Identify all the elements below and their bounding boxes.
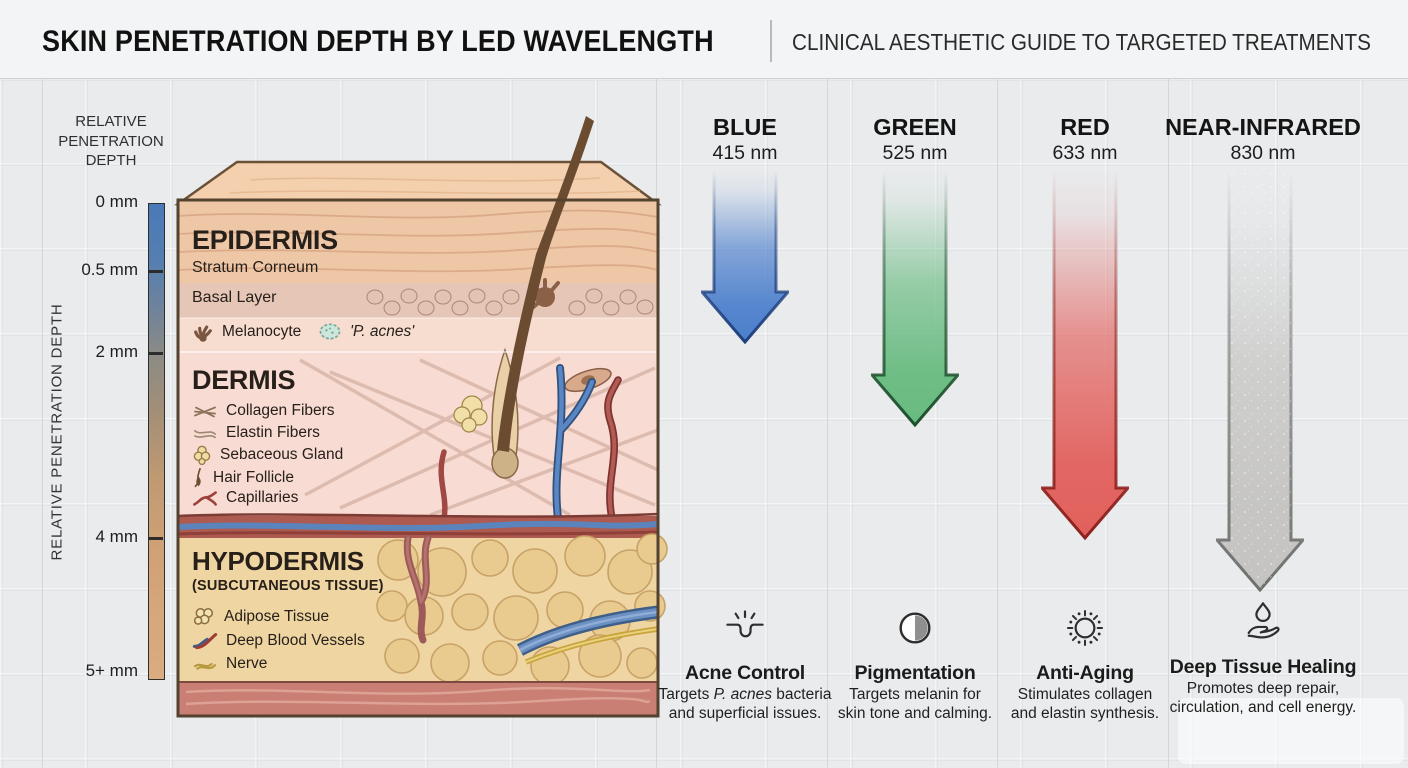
capillaries-label: Capillaries <box>226 489 299 506</box>
wavelength-nm-red: 633 nm <box>1052 142 1118 164</box>
nerve-label: Nerve <box>226 655 268 672</box>
treatment-title: Anti-Aging <box>1036 662 1134 684</box>
desc-text: Targets melanin for <box>849 686 981 703</box>
collagen-fibers-label: Collagen Fibers <box>226 402 335 419</box>
desc-text: bacteria <box>772 686 832 703</box>
page-subtitle: CLINICAL AESTHETIC GUIDE TO TARGETED TRE… <box>792 29 1371 55</box>
wavelength-nm-nir: 830 nm <box>1230 142 1296 164</box>
hair-follicle-label: Hair Follicle <box>213 468 294 486</box>
tick-05mm: 0.5 mm <box>81 260 138 279</box>
melanocyte-icon <box>194 325 212 342</box>
legend-p-acnes: 'P. acnes' <box>318 322 414 341</box>
treatment-description: Targets P. acnes bacteria and superficia… <box>640 685 850 724</box>
dermis-title: DERMIS <box>192 365 296 395</box>
nir-penetration-arrow <box>1216 170 1304 593</box>
treatment-description: Targets melanin for skin tone and calmin… <box>810 685 1020 724</box>
desc-text: and superficial issues. <box>668 705 822 723</box>
half-circle-icon <box>899 612 931 644</box>
collagen-fibers-icon <box>193 405 217 418</box>
wavelength-name-red: RED <box>1060 114 1110 140</box>
treatment-description: Stimulates collagen and elastin synthesi… <box>980 685 1190 724</box>
desc-text: circulation, and cell energy. <box>1169 699 1357 717</box>
adipose-tissue-label: Adipose Tissue <box>224 607 330 625</box>
column-divider-3 <box>997 78 998 768</box>
green-penetration-arrow <box>871 170 959 428</box>
pore-zap-icon <box>726 610 764 638</box>
tick-4mm: 4 mm <box>95 527 139 546</box>
hair-follicle-icon <box>194 467 202 488</box>
scale-tick-mark <box>148 537 163 540</box>
scale-tick-mark <box>148 352 163 355</box>
desc-text: Stimulates collagen <box>1017 686 1153 703</box>
hair-shaft <box>497 116 594 452</box>
wavelength-nm-blue: 415 nm <box>712 142 778 164</box>
p-acnes-icon <box>319 323 341 340</box>
wavelength-name-green: GREEN <box>873 114 957 140</box>
elastin-fibers-label: Elastin Fibers <box>226 424 320 441</box>
treatment-title: Acne Control <box>684 662 806 684</box>
capillaries-icon <box>193 490 217 506</box>
epidermis-title: EPIDERMIS <box>192 225 338 255</box>
treatment-title: Deep Tissue Healing <box>1169 656 1357 678</box>
legend-hair-follicle: Hair Follicle <box>192 467 294 488</box>
desc-text: skin tone and calming. <box>837 705 993 723</box>
treatment-card-pigmentation: Pigmentation Targets melanin for skin to… <box>810 606 1020 724</box>
left-rail-line <box>42 78 43 768</box>
tick-5mm: 5+ mm <box>85 661 138 680</box>
red-penetration-arrow <box>1041 170 1129 541</box>
desc-text: and elastin synthesis. <box>1010 705 1160 723</box>
collagen-burst-icon <box>1066 609 1104 647</box>
hand-drop-icon <box>1247 602 1280 639</box>
sebaceous-gland-label: Sebaceous Gland <box>220 445 344 463</box>
sebaceous-gland-icon <box>193 445 211 465</box>
treatment-description: Promotes deep repair, circulation, and c… <box>1158 679 1368 718</box>
wavelength-name-blue: BLUE <box>713 114 777 140</box>
treatment-card-deep-tissue: Deep Tissue Healing Promotes deep repair… <box>1158 600 1368 718</box>
tick-0mm: 0 mm <box>95 192 139 211</box>
legend-elastin-fibers: Elastin Fibers <box>192 424 320 442</box>
legend-deep-blood-vessels: Deep Blood Vessels <box>192 631 365 650</box>
legend-adipose-tissue: Adipose Tissue <box>192 606 329 627</box>
hypodermis-title: HYPODERMIS <box>192 546 364 576</box>
p-acnes-label: 'P. acnes' <box>350 322 415 340</box>
adipose-tissue-icon <box>193 608 214 625</box>
column-divider-4 <box>1168 78 1169 768</box>
wavelength-nm-green: 525 nm <box>882 142 948 164</box>
legend-nerve: Nerve <box>192 655 267 673</box>
basal-layer-label: Basal Layer <box>192 289 277 306</box>
elastin-fibers-icon <box>193 429 217 438</box>
legend-sebaceous-gland: Sebaceous Gland <box>192 444 343 465</box>
background-panel <box>1178 698 1404 764</box>
deep-blood-vessels-label: Deep Blood Vessels <box>226 631 365 649</box>
legend-capillaries: Capillaries <box>192 489 298 507</box>
wavelength-name-nir: NEAR-INFRARED <box>1165 114 1361 140</box>
stratum-corneum-label: Stratum Corneum <box>192 259 319 276</box>
treatment-title: Pigmentation <box>854 662 976 684</box>
treatment-card-anti-aging: Anti-Aging Stimulates collagen and elast… <box>980 606 1190 724</box>
sparkle-texture <box>1217 170 1303 590</box>
scale-tick-mark <box>148 270 163 273</box>
page-title: SKIN PENETRATION DEPTH BY LED WAVELENGTH <box>42 25 714 58</box>
header-bar <box>0 0 1408 79</box>
treatment-card-acne: Acne Control Targets P. acnes bacteria a… <box>640 606 850 724</box>
desc-italic: P. acnes <box>713 686 772 703</box>
skin-cross-section-illustration <box>174 116 668 718</box>
depth-scale-heading: RELATIVE PENETRATION DEPTH <box>58 113 164 169</box>
column-divider-2 <box>827 78 828 768</box>
depth-scale-bar <box>148 203 165 680</box>
legend-melanocyte: Melanocyte <box>192 322 301 342</box>
legend-collagen-fibers: Collagen Fibers <box>192 402 335 420</box>
nerve-icon <box>193 662 217 670</box>
tick-2mm: 2 mm <box>95 342 139 361</box>
deep-blood-vessels-icon <box>192 633 218 650</box>
desc-text: Promotes deep repair, <box>1186 680 1340 697</box>
melanocyte-label: Melanocyte <box>222 323 302 340</box>
desc-text: Targets <box>658 686 714 703</box>
header-divider <box>770 20 772 62</box>
hypodermis-subtitle: (SUBCUTANEOUS TISSUE) <box>192 578 384 594</box>
blue-penetration-arrow <box>701 170 789 345</box>
